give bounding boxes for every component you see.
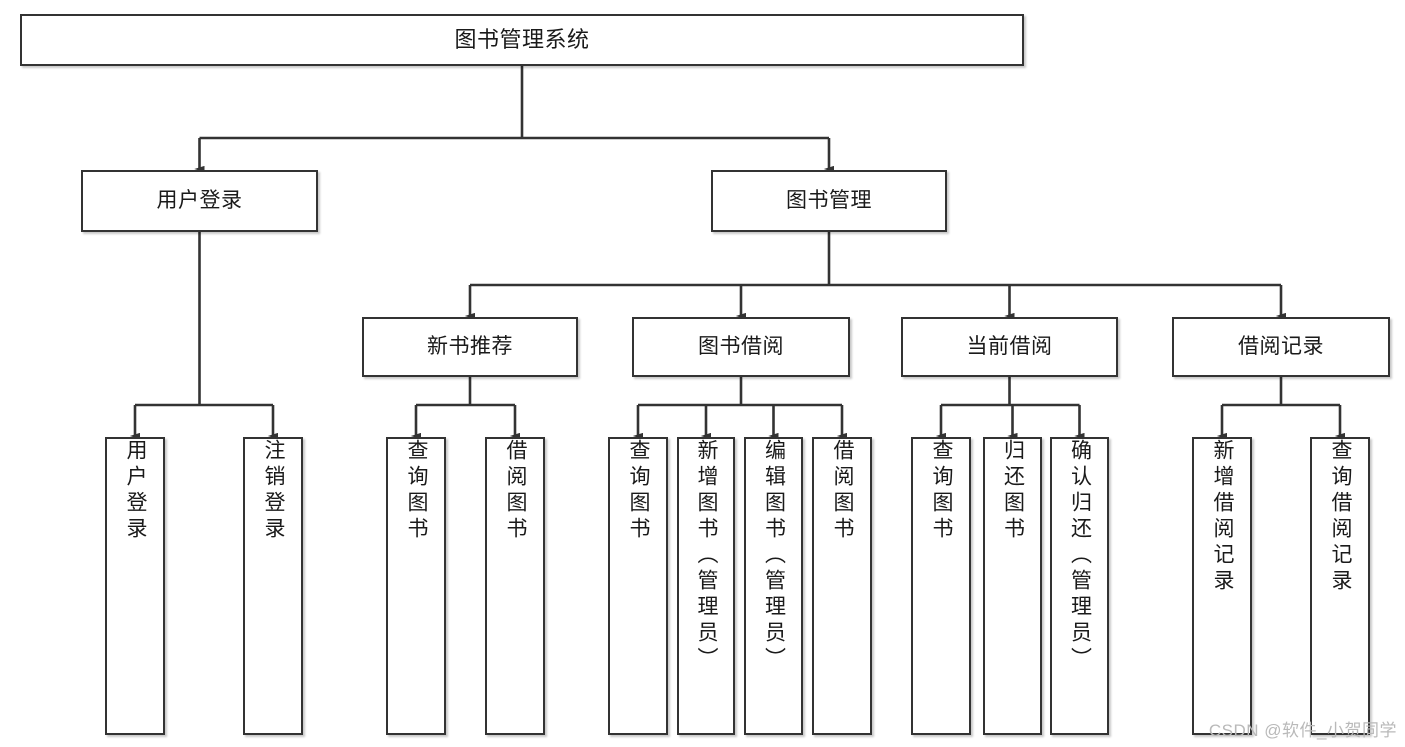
- node-label: 查询图书: [930, 439, 954, 543]
- node-label: 借阅图书: [504, 439, 528, 543]
- node-book-management[interactable]: 图书管理: [711, 170, 947, 232]
- node-leaf-add-borrow-record[interactable]: 新增借阅记录: [1192, 437, 1252, 735]
- node-leaf-add-book-admin[interactable]: 新增图书（管理员）: [677, 437, 735, 735]
- node-label: 编辑图书（管理员）: [762, 439, 786, 673]
- node-user-login[interactable]: 用户登录: [81, 170, 318, 232]
- node-leaf-borrow-book-2[interactable]: 借阅图书: [812, 437, 872, 735]
- node-label: 借阅图书: [831, 439, 855, 543]
- node-label: 借阅记录: [1238, 335, 1324, 359]
- node-leaf-query-book-2[interactable]: 查询图书: [608, 437, 668, 735]
- node-label: 用户登录: [156, 189, 243, 213]
- node-leaf-edit-book-admin[interactable]: 编辑图书（管理员）: [744, 437, 803, 735]
- node-label: 归还图书: [1001, 439, 1025, 543]
- node-leaf-query-borrow-record[interactable]: 查询借阅记录: [1310, 437, 1370, 735]
- node-label: 查询图书: [627, 439, 651, 543]
- node-label: 图书管理系统: [454, 26, 590, 52]
- node-label: 查询借阅记录: [1329, 439, 1353, 595]
- node-current-borrow[interactable]: 当前借阅: [901, 317, 1118, 377]
- node-label: 查询图书: [405, 439, 429, 543]
- node-leaf-logout-login[interactable]: 注销登录: [243, 437, 303, 735]
- node-book-borrow[interactable]: 图书借阅: [632, 317, 850, 377]
- node-leaf-user-login[interactable]: 用户登录: [105, 437, 165, 735]
- node-leaf-query-book-3[interactable]: 查询图书: [911, 437, 971, 735]
- node-label: 图书借阅: [698, 335, 784, 359]
- node-label: 新增借阅记录: [1211, 439, 1235, 595]
- node-label: 确认归还（管理员）: [1068, 439, 1092, 673]
- node-new-book-recommend[interactable]: 新书推荐: [362, 317, 578, 377]
- node-label: 用户登录: [124, 439, 148, 543]
- node-label: 图书管理: [786, 189, 872, 213]
- node-label: 新书推荐: [427, 335, 513, 359]
- node-borrow-record[interactable]: 借阅记录: [1172, 317, 1390, 377]
- node-label: 当前借阅: [966, 335, 1053, 359]
- node-leaf-return-book[interactable]: 归还图书: [983, 437, 1042, 735]
- node-label: 新增图书（管理员）: [695, 439, 719, 673]
- node-leaf-borrow-book-1[interactable]: 借阅图书: [485, 437, 545, 735]
- node-label: 注销登录: [262, 439, 286, 543]
- node-root-system[interactable]: 图书管理系统: [20, 14, 1024, 66]
- node-leaf-confirm-return-admin[interactable]: 确认归还（管理员）: [1050, 437, 1109, 735]
- node-leaf-query-book-1[interactable]: 查询图书: [386, 437, 446, 735]
